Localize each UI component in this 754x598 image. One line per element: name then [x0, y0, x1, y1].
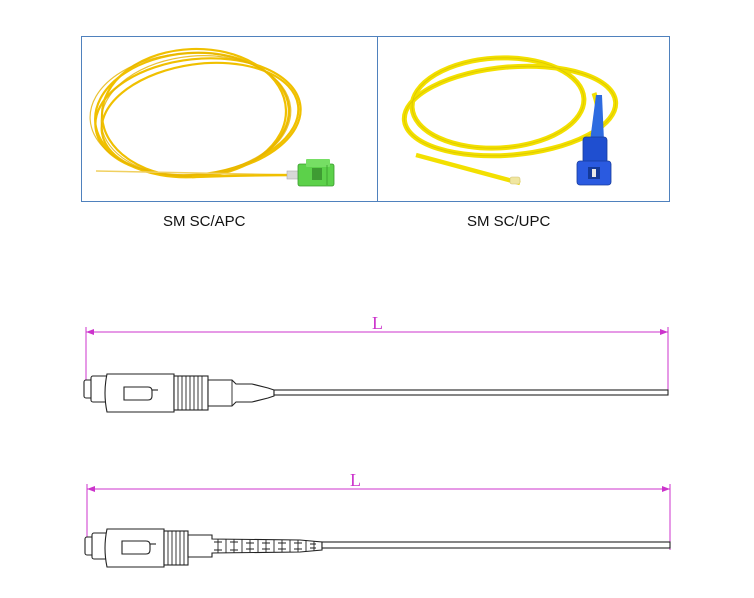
caption-sc-apc: SM SC/APC: [163, 213, 246, 230]
apc-connector-icon: [297, 159, 335, 187]
product-photo-sc-upc: [377, 36, 670, 202]
sc-upc-pigtail-image: [401, 55, 619, 186]
boot-ribs-2: [214, 539, 316, 553]
product-photo-sc-apc: [81, 36, 378, 202]
connector-outline-1: [83, 373, 669, 413]
grip-ribs-1: [177, 376, 233, 410]
drawing-1: L: [83, 313, 669, 413]
dimension-label-2: L: [350, 470, 361, 490]
connector-outline-2: [84, 528, 671, 568]
grip-ribs-2: [167, 531, 185, 565]
drawing-2: L: [84, 470, 671, 568]
sc-apc-pigtail-image: [89, 47, 335, 187]
technical-drawings: L: [83, 313, 671, 568]
dimension-label-1: L: [372, 313, 383, 333]
upc-connector-icon: [576, 95, 612, 186]
caption-sc-upc: SM SC/UPC: [467, 213, 551, 230]
